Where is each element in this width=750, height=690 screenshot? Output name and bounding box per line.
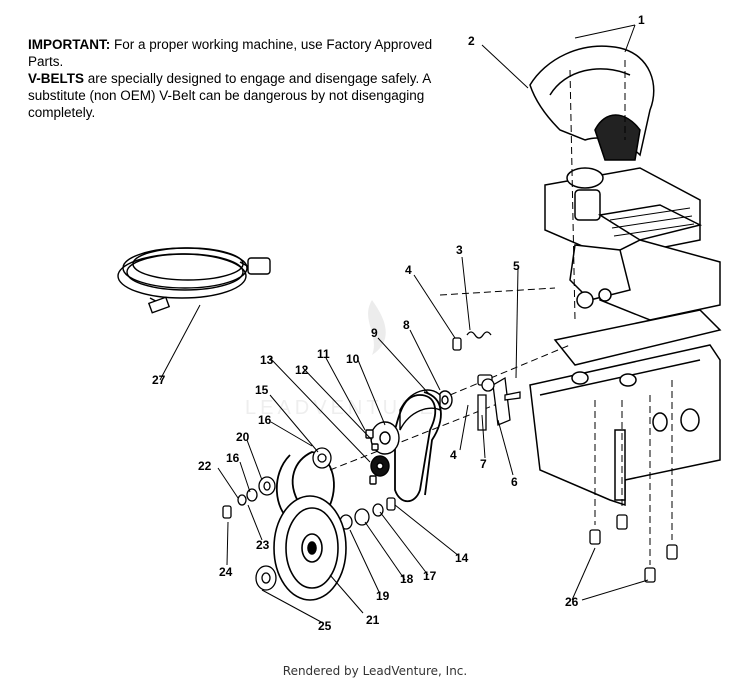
callout-22: 22 [198,459,212,473]
callout-15: 15 [255,383,269,397]
important-notice: IMPORTANT: For a proper working machine,… [28,36,438,121]
callout-18: 18 [400,572,414,586]
frame-housing [529,344,721,507]
callout-12: 12 [295,363,309,377]
watermark-text: LEADVENTURE [245,397,437,419]
callout-9: 9 [371,326,378,340]
vbelts-label: V-BELTS [28,71,85,86]
callout-24: 24 [219,565,233,579]
engine [544,167,722,366]
callout-26: 26 [565,595,579,609]
callout-7: 7 [480,457,487,471]
mounting-bolts [589,514,678,583]
engine-pulley [399,389,453,431]
spring-and-bolt [452,331,492,351]
callout-1: 1 [638,13,645,27]
callout-8: 8 [403,318,410,332]
pulley-hardware [222,447,332,591]
alignment-lines [329,60,673,565]
idler-pulley [365,421,400,485]
callout-4: 4 [405,263,412,277]
callout-6: 6 [511,475,518,489]
callout-14: 14 [455,551,469,565]
footer-credit: Rendered by LeadVenture, Inc. [282,664,468,678]
callout-20: 20 [236,430,250,444]
callout-4b: 4 [450,448,457,462]
important-text: For a proper working machine, use Factor… [28,37,433,69]
callout-16b: 16 [226,451,240,465]
callout-5: 5 [513,259,520,273]
callout-3: 3 [456,243,463,257]
power-cord [117,247,271,314]
callout-23: 23 [256,538,270,552]
vbelts-text: are specially designed to engage and dis… [28,71,431,120]
important-label: IMPORTANT: [28,37,111,52]
callout-25: 25 [318,619,332,633]
callout-17: 17 [423,569,437,583]
callout-21: 21 [366,613,380,627]
callout-11: 11 [317,347,330,361]
callout-2: 2 [468,34,475,48]
washers [339,497,396,530]
discharge-chute [529,45,655,161]
callout-16: 16 [258,413,272,427]
leader-lines [159,24,649,624]
idler-bracket [477,374,521,431]
callout-labels: 1 2 3 4 4 5 6 7 8 9 10 11 12 13 14 15 16… [152,13,645,633]
callout-13: 13 [260,353,274,367]
auger-pulley [273,495,347,601]
callout-10: 10 [346,352,360,366]
callout-27: 27 [152,373,166,387]
callout-19: 19 [376,589,390,603]
